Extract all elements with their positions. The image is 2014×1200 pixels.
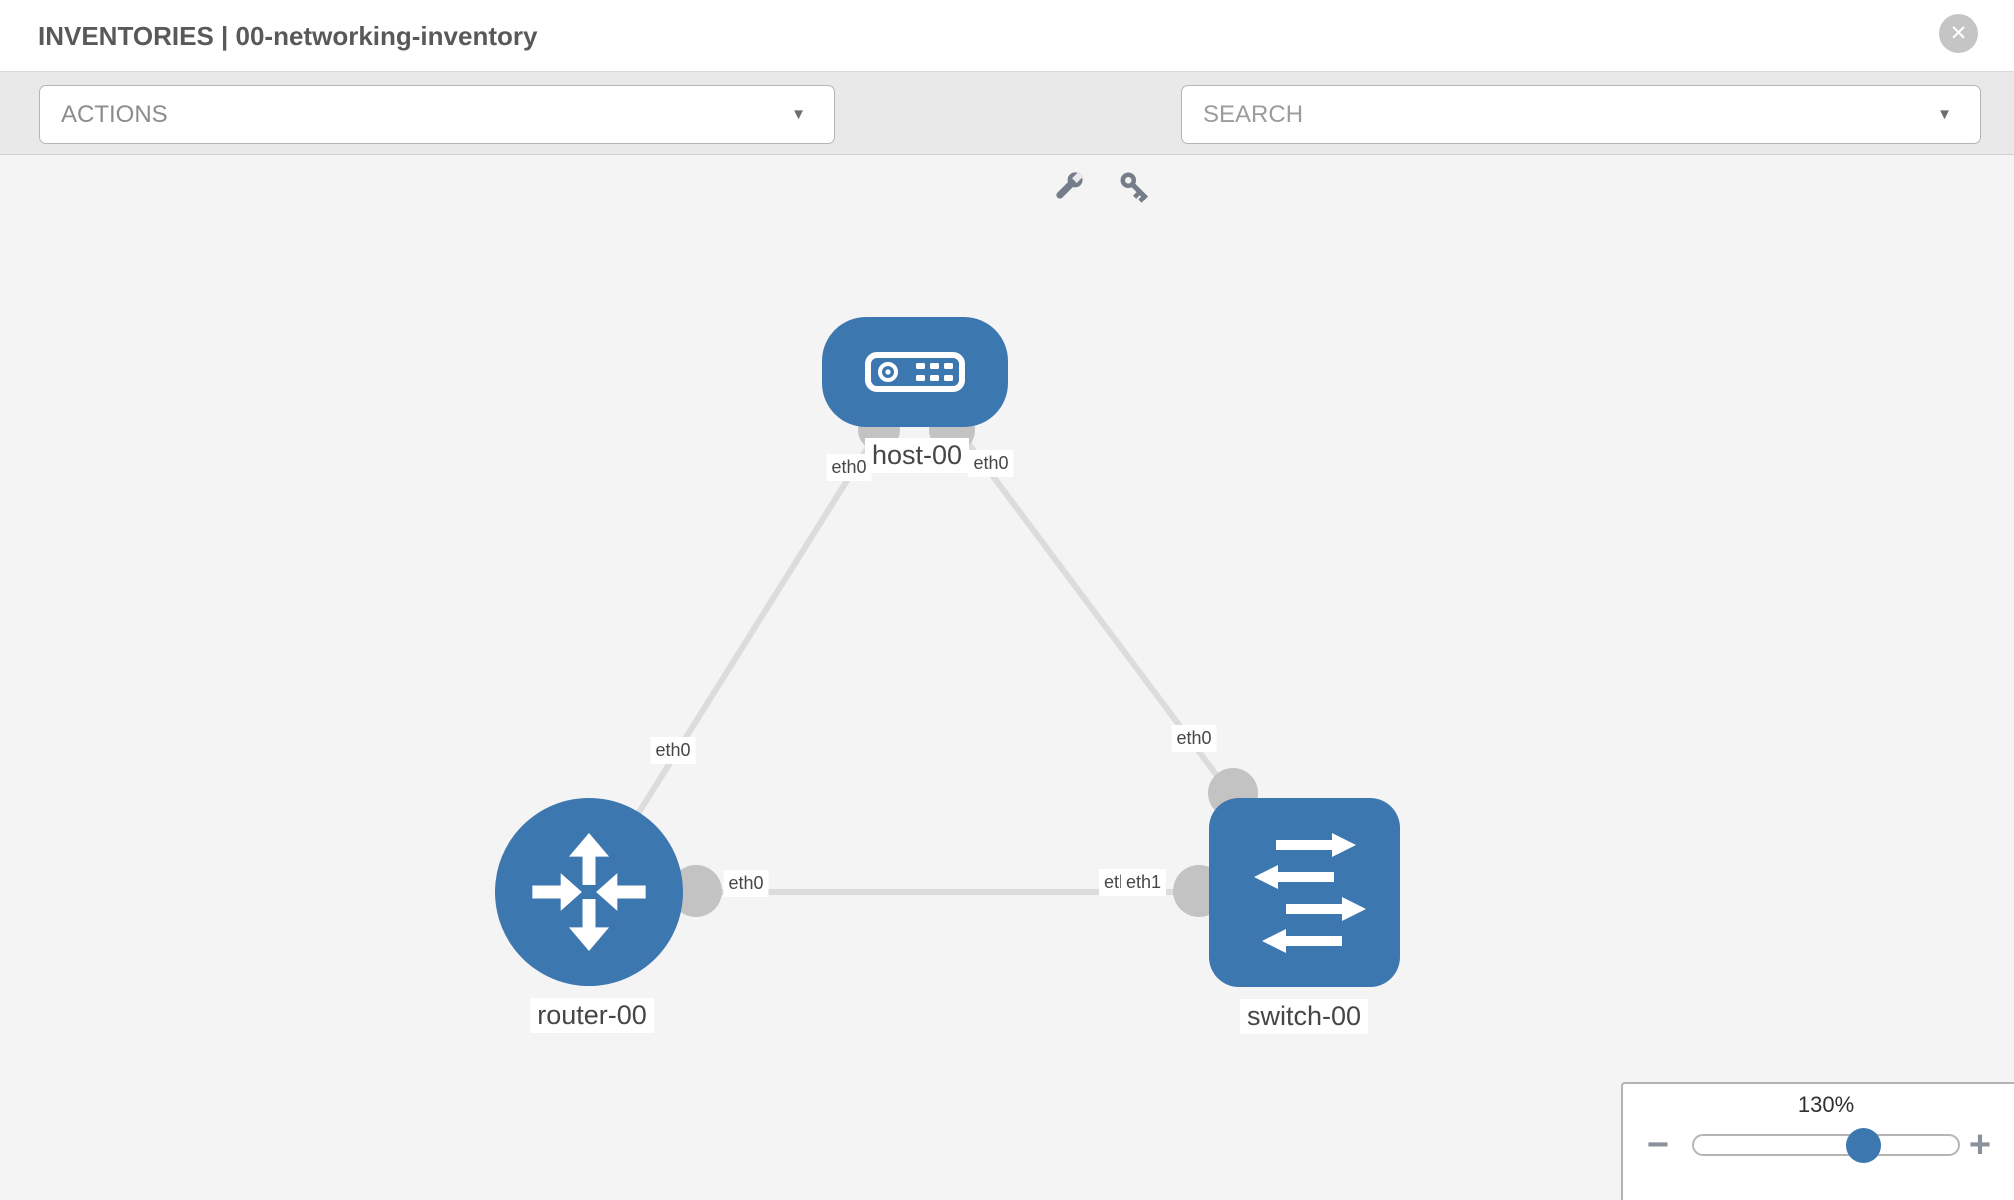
- port-router-eth0: [670, 865, 722, 917]
- title-section: INVENTORIES: [38, 21, 214, 51]
- iface-label-host-eth0-left: eth0: [826, 454, 872, 481]
- switch-icon: [1253, 832, 1366, 953]
- zoom-slider-thumb[interactable]: [1846, 1128, 1881, 1163]
- iface-label-router-eth0-right: eth0: [723, 870, 769, 897]
- iface-label-switch-eth1-over: eth1: [1121, 869, 1167, 896]
- wrench-icon[interactable]: [1050, 169, 1086, 205]
- zoom-in-button[interactable]: +: [1965, 1125, 1995, 1165]
- zoom-slider-track[interactable]: [1692, 1134, 1960, 1156]
- title-separator: |: [213, 21, 236, 51]
- node-label-router-00: router-00: [530, 998, 654, 1033]
- close-icon: ✕: [1949, 22, 1968, 45]
- host-server-icon: [865, 352, 965, 392]
- node-host-00[interactable]: [822, 317, 1008, 427]
- zoom-control-panel: 130% − +: [1621, 1082, 2014, 1200]
- header-bar: INVENTORIES | 00-networking-inventory ✕: [0, 0, 2014, 72]
- iface-label-router-eth0-up: eth0: [650, 737, 696, 764]
- page-title: INVENTORIES | 00-networking-inventory: [38, 0, 537, 72]
- title-inventory-name: 00-networking-inventory: [235, 21, 538, 51]
- iface-label-host-eth0-right: eth0: [968, 450, 1014, 477]
- node-label-host-00: host-00: [864, 438, 970, 473]
- search-select[interactable]: SEARCH ▼: [1181, 85, 1981, 144]
- key-icon[interactable]: [1117, 169, 1153, 205]
- node-switch-00[interactable]: [1209, 798, 1400, 987]
- iface-label-switch-eth0-up: eth0: [1171, 725, 1217, 752]
- zoom-out-button[interactable]: −: [1643, 1125, 1673, 1165]
- chevron-down-icon: ▼: [1937, 106, 1952, 123]
- actions-select-label: ACTIONS: [61, 101, 168, 128]
- plus-icon: +: [1968, 1124, 1992, 1166]
- toolbar: ACTIONS ▼ SEARCH ▼: [0, 72, 2014, 203]
- router-icon: [532, 833, 646, 951]
- topology-canvas[interactable]: [0, 155, 2014, 1200]
- node-label-switch-00: switch-00: [1239, 999, 1369, 1034]
- chevron-down-icon: ▼: [791, 106, 806, 123]
- search-placeholder: SEARCH: [1203, 101, 1304, 128]
- minus-icon: −: [1646, 1124, 1670, 1166]
- actions-select[interactable]: ACTIONS ▼: [39, 85, 835, 144]
- close-button[interactable]: ✕: [1939, 14, 1978, 53]
- node-router-00[interactable]: [495, 798, 683, 986]
- zoom-level-label: 130%: [1797, 1092, 1855, 1117]
